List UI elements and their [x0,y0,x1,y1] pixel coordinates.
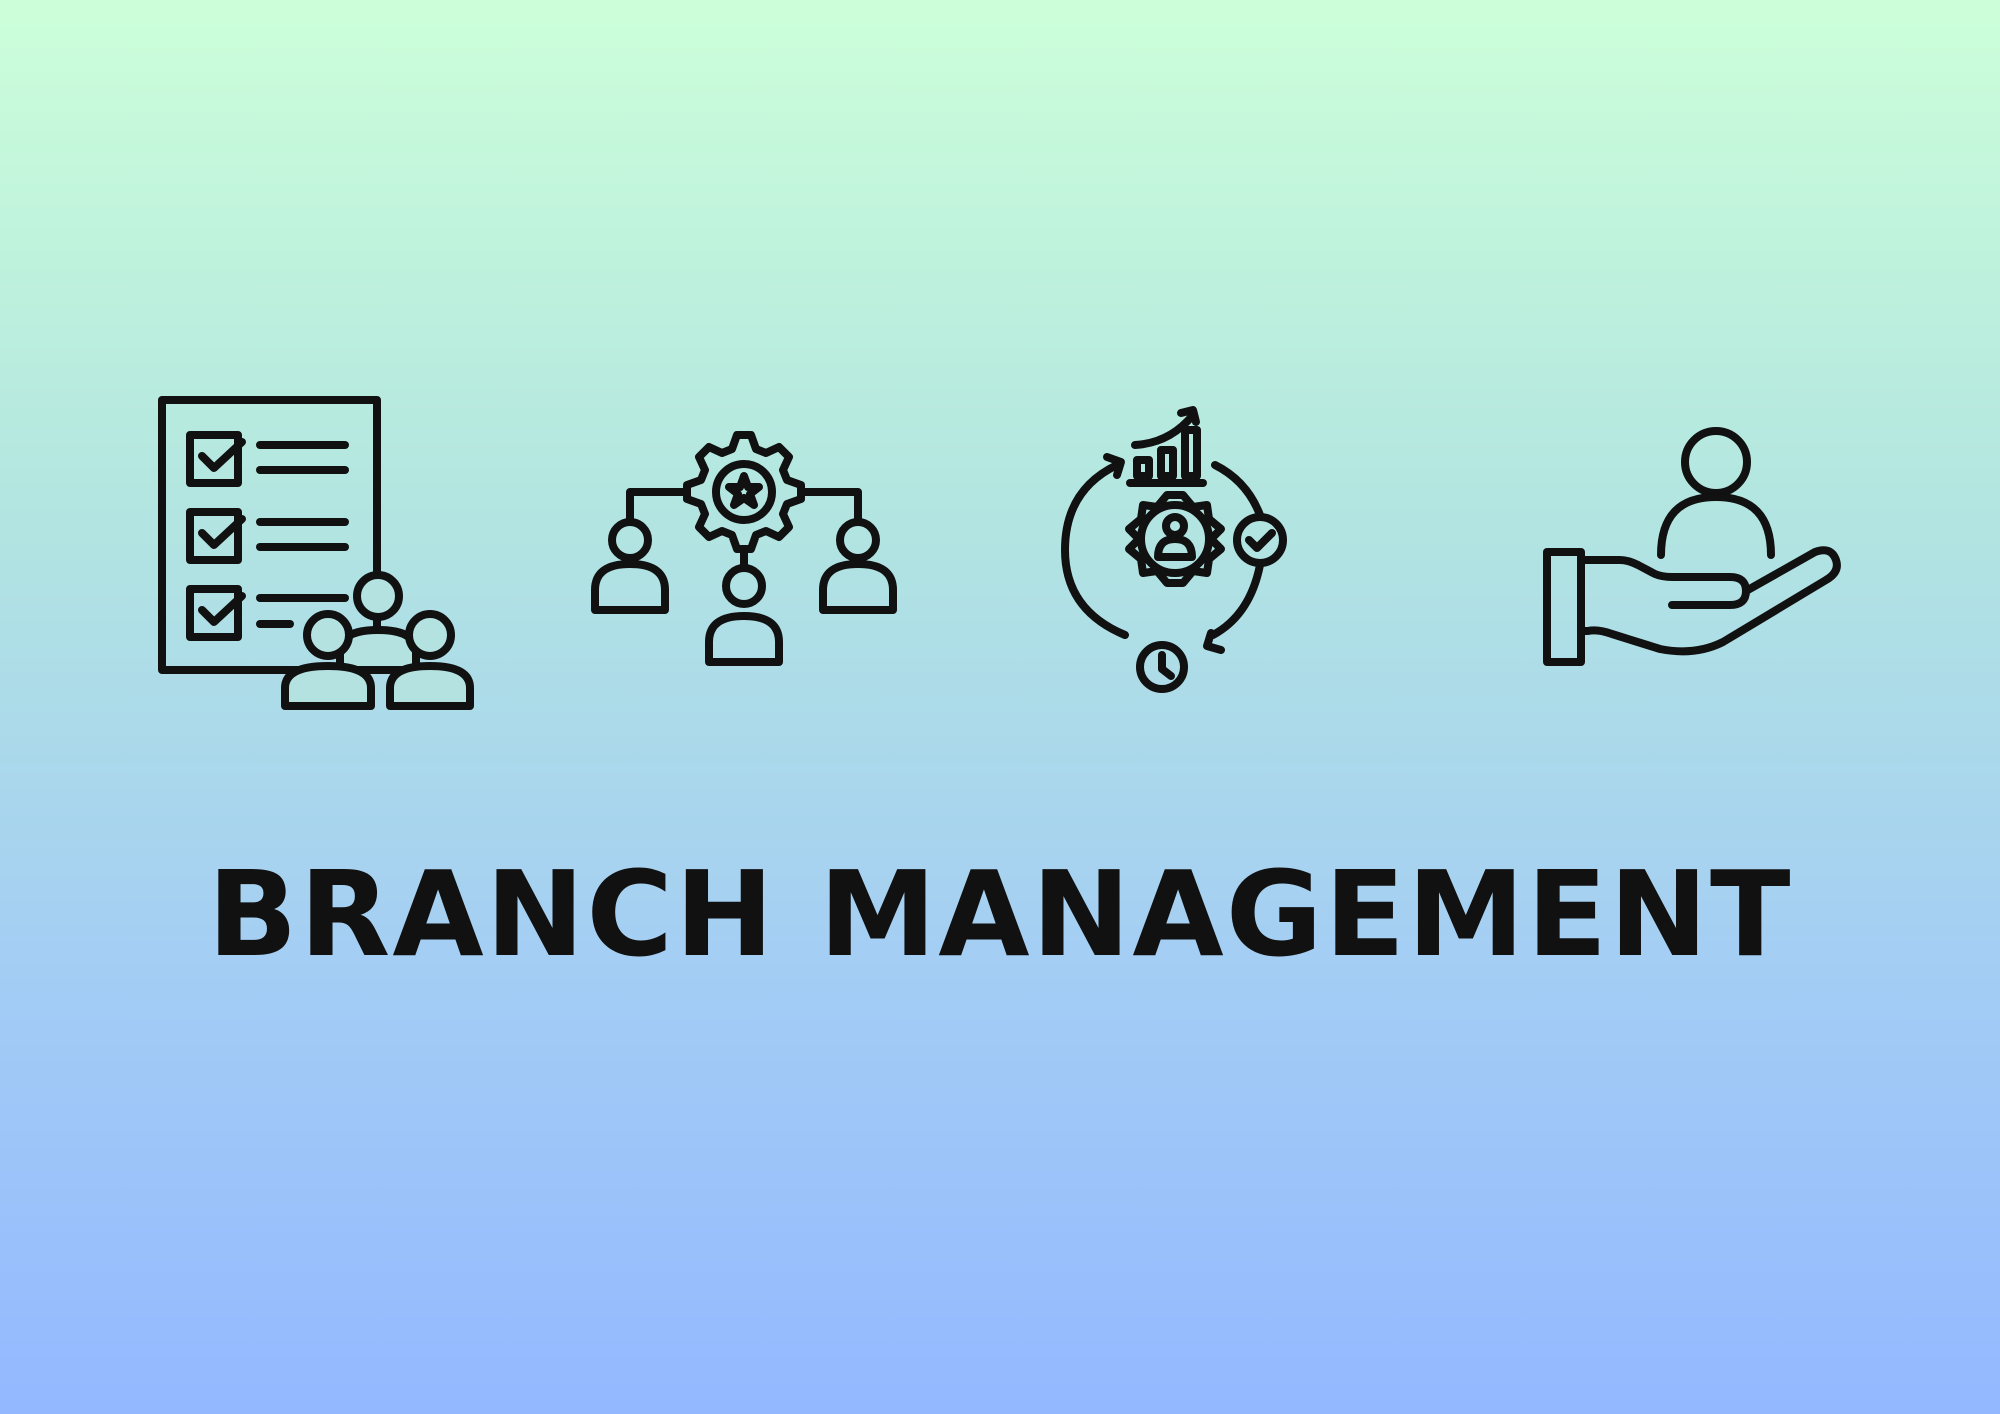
team-hierarchy-gear-icon [590,430,897,670]
page-title: BRANCH MANAGEMENT [207,845,1793,983]
hand-holding-person-icon [1540,425,1850,675]
management-process-cycle-icon [1055,405,1300,705]
checklist-team-icon [150,390,480,720]
